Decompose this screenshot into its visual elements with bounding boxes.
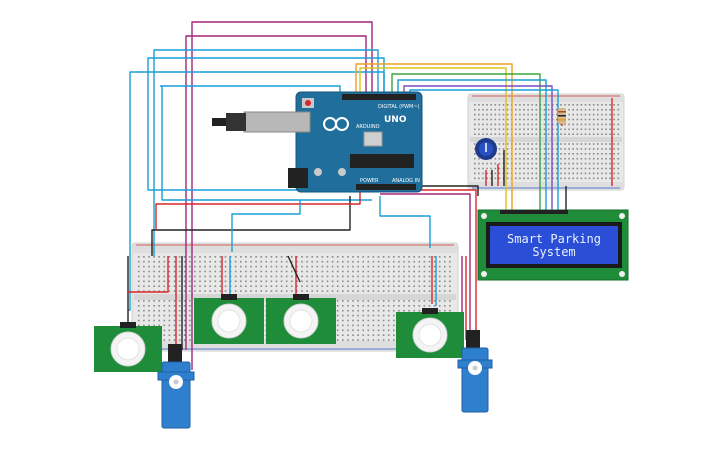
resistor	[558, 108, 566, 124]
power-header-label: POWER	[360, 178, 379, 184]
arduino-uno[interactable]: ARDUINO UNO DIGITAL (PWM~) ANALOG IN POW…	[212, 91, 423, 193]
lcd-line-2: System	[532, 245, 575, 259]
lcd-line-1: Smart Parking	[507, 232, 601, 246]
arduino-logo-icon	[323, 117, 349, 131]
servo-motor-2[interactable]	[457, 330, 493, 413]
arduino-model: UNO	[384, 115, 407, 125]
lcd-display[interactable]: Smart Parking System	[477, 209, 629, 281]
potentiometer[interactable]	[475, 138, 497, 160]
servo-motor-1[interactable]	[157, 344, 195, 429]
pir-sensor-1[interactable]	[94, 322, 162, 372]
pir-sensor-2[interactable]	[194, 294, 264, 344]
arduino-brand: ARDUINO	[356, 124, 380, 130]
pir-sensor-4[interactable]	[396, 308, 464, 358]
pir-sensor-3[interactable]	[266, 294, 336, 344]
digital-header-label: DIGITAL (PWM~)	[378, 104, 420, 110]
analog-header-label: ANALOG IN	[392, 178, 420, 184]
